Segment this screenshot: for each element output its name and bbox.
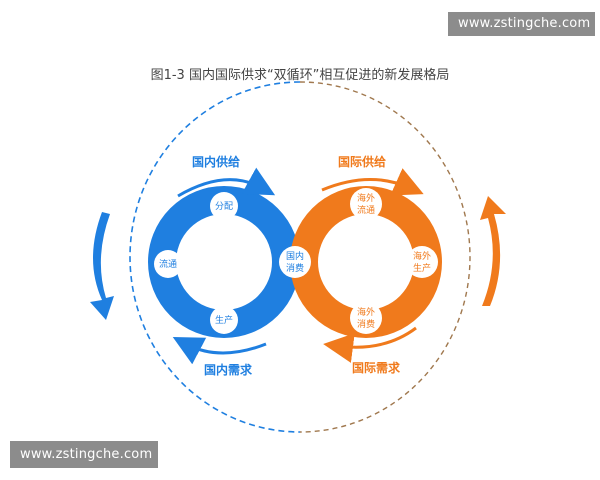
outer-dashed-arc-domestic [129,81,301,433]
label-domestic-demand: 国内需求 [204,362,253,377]
svg-text:海外: 海外 [357,192,375,204]
domestic-demand-arrow [172,336,267,365]
node-overseas-production: 海外 生产 [406,246,438,278]
svg-text:分配: 分配 [215,201,233,212]
node-distribution: 分配 [210,192,238,220]
svg-text:消费: 消费 [357,318,375,330]
international-supply-arrow [321,168,424,196]
node-circulation: 流通 [154,250,182,278]
domestic-supply-arrow [177,167,276,198]
label-domestic-supply: 国内供给 [192,154,240,169]
label-international-demand: 国际需求 [352,360,401,375]
watermark-top: www.zstingche.com [448,12,595,36]
label-international-supply: 国际供给 [338,154,386,169]
svg-text:海外: 海外 [413,250,431,262]
node-overseas-consumption: 海外 消费 [350,302,382,334]
svg-text:海外: 海外 [357,306,375,318]
svg-text:生产: 生产 [215,314,233,326]
outer-dashed-arc-international [299,81,471,433]
node-production: 生产 [210,306,238,334]
watermark-bottom: www.zstingche.com [10,441,158,468]
svg-text:生产: 生产 [413,262,431,274]
svg-text:国内: 国内 [286,250,304,262]
right-up-arrow [480,196,506,306]
svg-text:流通: 流通 [357,204,375,216]
left-down-arrow [90,212,114,320]
svg-text:消费: 消费 [286,262,304,274]
international-demand-arrow [323,326,417,363]
figure-title: 图1-3 国内国际供求“双循环”相互促进的新发展格局 [150,68,450,83]
node-domestic-consumption: 国内 消费 [279,246,311,278]
node-overseas-circulation: 海外 流通 [350,188,382,220]
svg-text:流通: 流通 [159,258,177,270]
